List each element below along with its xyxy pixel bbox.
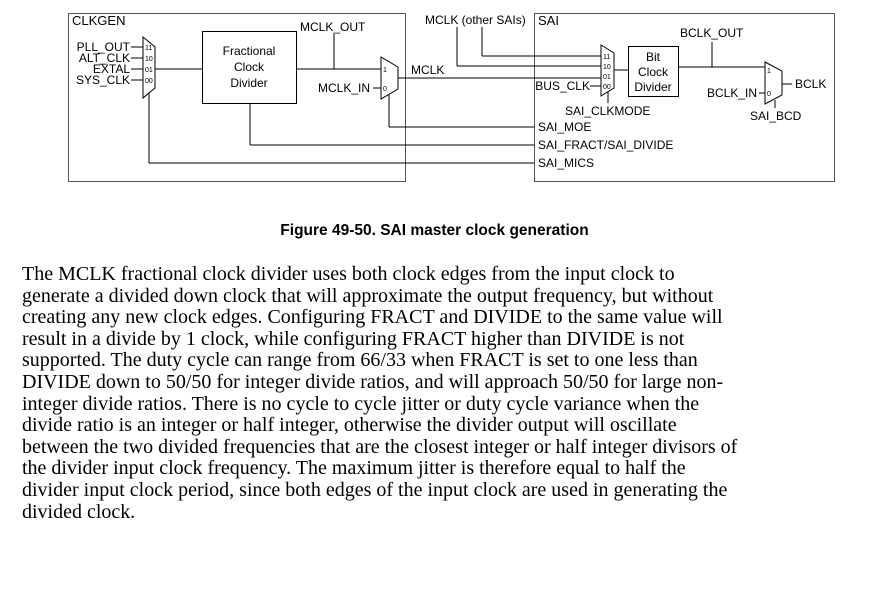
label-sai-clkmode: SAI_CLKMODE <box>565 104 650 118</box>
clkgen-block <box>68 13 406 182</box>
sai-block <box>534 13 835 182</box>
paragraph-line: generate a divided down clock that will … <box>22 284 714 307</box>
label-bus-clk: BUS_CLK <box>535 79 590 93</box>
bit-div-line1: Bit <box>646 50 661 64</box>
sai-title: SAI <box>538 13 559 28</box>
clkgen-title: CLKGEN <box>72 13 125 28</box>
label-mclk-in: MCLK_IN <box>318 81 370 95</box>
sel-01: 01 <box>145 67 153 74</box>
sai-clock-diagram: CLKGEN SAI PLL_OUT ALT_CLK EXTAL SYS_CLK… <box>68 13 835 182</box>
sel-0: 0 <box>383 86 387 93</box>
label-mclk-out: MCLK_OUT <box>300 20 366 34</box>
frac-div-line1: Fractional <box>223 44 276 58</box>
label-extal: EXTAL <box>93 62 130 76</box>
paragraph-line: creating any new clock edges. Configurin… <box>22 306 723 329</box>
paragraph-line: result in a divide by 1 clock, while con… <box>22 327 685 350</box>
frac-div-line3: Divider <box>230 76 267 90</box>
sai-clock-mux <box>600 44 615 97</box>
label-sai-fract: SAI_FRACT/SAI_DIVIDE <box>538 138 673 152</box>
label-sai-moe: SAI_MOE <box>538 120 591 134</box>
figure-caption: Figure 49-50. SAI master clock generatio… <box>280 222 589 239</box>
sel-10: 10 <box>145 56 153 63</box>
sel-1: 1 <box>383 67 387 74</box>
paragraph-line: divider input clock period, since both e… <box>22 478 728 501</box>
bclk-mux <box>764 61 783 105</box>
sai-sel-01: 01 <box>603 74 611 81</box>
paragraph-line: integer divide ratios. There is no cycle… <box>22 392 700 415</box>
label-sys-clk: SYS_CLK <box>76 73 130 87</box>
bclk-sel-0: 0 <box>767 91 771 98</box>
label-mclk: MCLK <box>411 63 444 77</box>
label-sai-mics: SAI_MICS <box>538 156 594 170</box>
label-sai-bcd: SAI_BCD <box>750 109 802 123</box>
label-pll-out: PLL_OUT <box>77 40 131 54</box>
label-bclk: BCLK <box>795 77 826 91</box>
sai-sel-00: 00 <box>603 84 611 91</box>
paragraph-line: the divider input clock frequency. The m… <box>22 457 686 480</box>
bit-clock-divider <box>628 46 679 97</box>
paragraph-line: between the two divided frequencies that… <box>22 435 738 458</box>
bit-div-line2: Clock <box>638 65 669 79</box>
sai-sel-10: 10 <box>603 64 611 71</box>
label-bclk-in: BCLK_IN <box>707 86 757 100</box>
sel-00: 00 <box>145 78 153 85</box>
bit-div-line3: Divider <box>634 80 671 94</box>
clock-source-mux <box>142 35 156 100</box>
paragraph-line: DIVIDE down to 50/50 for integer divide … <box>22 370 724 393</box>
mclk-mux <box>380 56 399 100</box>
body-paragraph: The MCLK fractional clock divider uses b… <box>22 263 738 523</box>
frac-div-line2: Clock <box>234 60 265 74</box>
paragraph-line: supported. The duty cycle can range from… <box>22 349 698 372</box>
label-mclk-other: MCLK (other SAIs) <box>425 13 526 27</box>
sel-11: 11 <box>145 45 152 52</box>
label-bclk-out: BCLK_OUT <box>680 26 744 40</box>
bclk-sel-1: 1 <box>767 68 771 75</box>
paragraph-line: divided clock. <box>22 500 136 523</box>
label-alt-clk: ALT_CLK <box>79 51 130 65</box>
sai-sel-11: 11 <box>603 54 610 61</box>
paragraph-line: The MCLK fractional clock divider uses b… <box>22 263 675 285</box>
paragraph-line: divide ratio is an integer or half integ… <box>22 414 677 437</box>
